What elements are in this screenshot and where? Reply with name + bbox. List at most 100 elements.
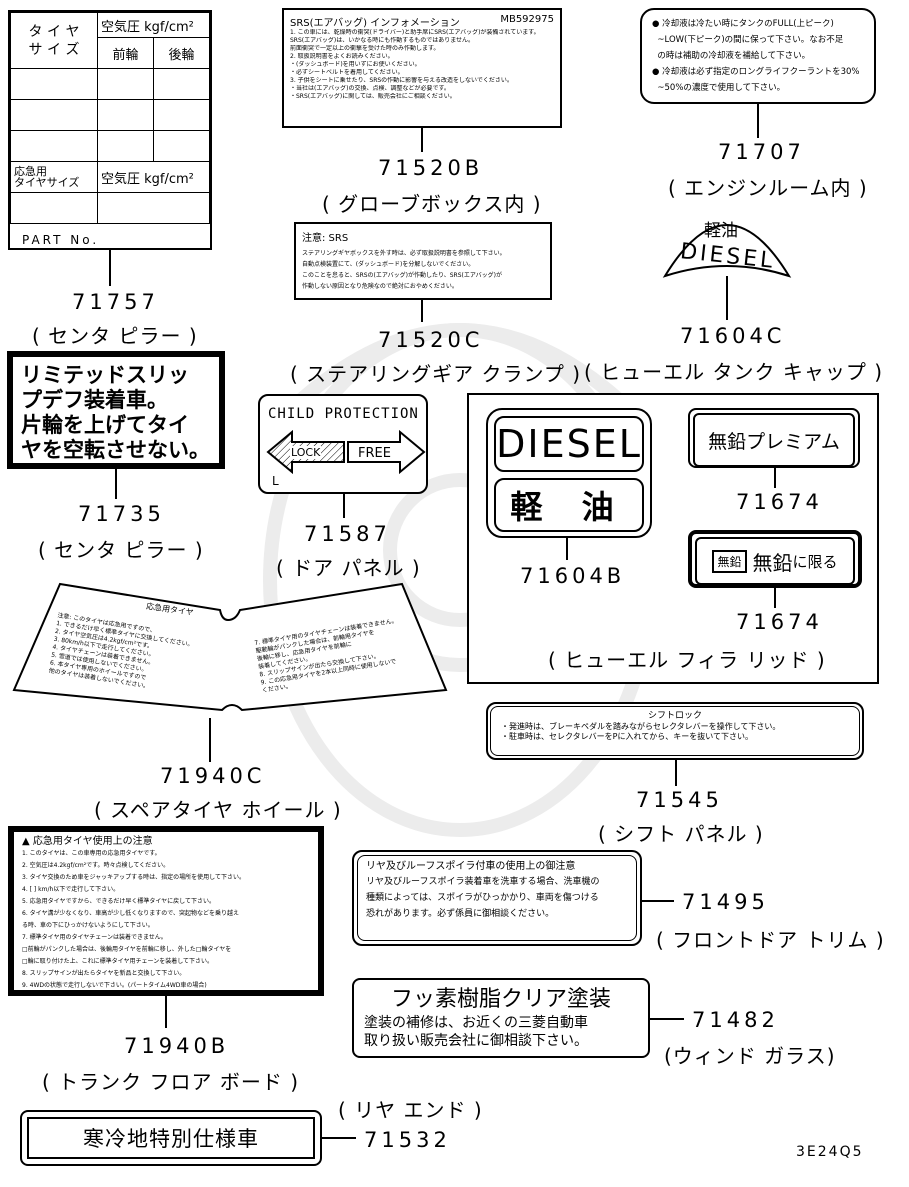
srs-caution-line: このことを怠ると、SRSの(エアバッグ)が作動したり、SRS(エアバッグ)が (302, 272, 502, 279)
trunk-line: 1. このタイヤは、この車専用の応急用タイヤです。 (22, 850, 161, 857)
callout-number-71735: 71735 (78, 502, 165, 526)
shift-lock-line: ・駐車時は、セレクタレバーをPに入れてから、キーを抜いて下さい。 (501, 732, 754, 741)
srs-info-code: MB592975 (500, 14, 554, 25)
trunk-line: 7. 標準タイヤ用のタイヤチェーンは装着できません。 (22, 934, 167, 941)
lock-text: LOCK (290, 446, 322, 459)
label-71545-shift-lock: シフトロック ・発進時は、ブレーキペダルを踏みながらセレクタレバーを操作して下さ… (486, 702, 864, 760)
callout-number-71757: 71757 (72, 290, 159, 314)
callout-location-71940c: ( スペアタイヤ ホイール ) (94, 798, 342, 822)
callout-location-71482: (ウィンド ガラス) (664, 1044, 836, 1068)
callout-number-71940c: 71940C (160, 764, 266, 788)
label-71482-coating: フッ素樹脂クリア塗装 塗装の補修は、お近くの三菱自動車 取り扱い販売会社に御相談… (352, 978, 650, 1058)
trunk-line: 2. 空気圧は4.2kgf/cm²です。時々点検してください。 (22, 862, 170, 869)
coating-title: フッ素樹脂クリア塗装 (390, 987, 611, 1012)
spare-size-heading: 応急用 タイヤサイズ (10, 161, 98, 193)
keiyu-text: 軽 油 (494, 478, 644, 532)
label-71604b-diesel: DIESEL 軽 油 (486, 408, 652, 538)
srs-caution-title: 注意: SRS (302, 233, 349, 244)
callout-number-71545: 71545 (636, 788, 723, 812)
coolant-line: ● 冷却液は必ず指定のロングライフクーラントを30% (652, 67, 860, 77)
srs-info-line: ・SRS(エアバッグ)に関しては、販売会社にご相談ください。 (290, 93, 456, 100)
srs-info-line: 1. この車には、乾燥時の衝突(ドライバー)と助手席にSRS(エアバッグ)が装備… (290, 29, 540, 36)
callout-number-71940b: 71940B (124, 1034, 230, 1058)
label-71604c-fuel-cap (662, 224, 792, 278)
lsd-line: リミテッドスリッ (21, 363, 189, 387)
srs-caution-line: 作動しない原因となり危険なので絶対におやめください。 (302, 283, 458, 290)
srs-info-line: 前面衝突で一定以上の衝撃を受けた時のみ作動します。 (290, 45, 440, 52)
label-71520c-srs-caution: 注意: SRS ステアリングギヤボックスを外す時は、必ず取扱説明書を参照して下さ… (294, 222, 552, 300)
srs-info-line: ・(ダッシュボード)を用いずにお使いください。 (290, 61, 421, 68)
diesel-text: DIESEL (494, 416, 644, 472)
callout-number-71604c: 71604C (680, 324, 786, 348)
lsd-line: ヤを空転させない。 (21, 438, 210, 462)
coolant-line: ~50%の濃度で使用して下さい。 (652, 83, 786, 93)
srs-info-line: ・当社は(エアバッグ)の交換、点検、調整などが必要です。 (290, 85, 450, 92)
lsd-line: プデフ装着車。 (21, 388, 168, 412)
callout-number-71482: 71482 (692, 1008, 779, 1032)
srs-caution-line: 自動点検装置にて、(ダッシュボード)を分解しないでください。 (302, 261, 475, 268)
premium-text: 無鉛プレミアム (693, 413, 855, 467)
coating-line: 塗装の補修は、お近くの三菱自動車 (364, 1015, 588, 1031)
trunk-line: 6. タイヤ溝が少なくなり、車高が少し低くなりますので、突起物などを乗り越え (22, 910, 239, 917)
free-arrow-icon (347, 430, 426, 474)
label-71757-tire-pressure: タ イ ヤ サ イ ズ 空気圧 kgf/cm² 前輪 後輪 応急用 タイヤサイズ… (8, 10, 212, 250)
rear-wheel-heading: 後輪 (153, 37, 210, 69)
child-protection-title: CHILD PROTECTION (268, 406, 419, 422)
srs-info-line: ・必ずシートベルトを着用してください。 (290, 69, 404, 76)
label-71674-premium: 無鉛プレミアム (688, 408, 860, 468)
callout-number-71532: 71532 (364, 1128, 451, 1152)
label-71735-lsd: リミテッドスリッ プデフ装着車。 片輪を上げてタイ ヤを空転させない。 (7, 351, 225, 469)
callout-location-fuel-filler-lid: ( ヒューエル フィラ リッド ) (548, 648, 826, 672)
callout-location-71495: ( フロントドア トリム ) (656, 928, 885, 952)
label-71940b-trunk: ▲ 応急用タイヤ使用上の注意 1. このタイヤは、この車専用の応急用タイヤです。… (8, 826, 324, 996)
free-text: FREE (358, 446, 391, 461)
callout-location-71735: ( センタ ピラー ) (38, 538, 204, 562)
trunk-title: ▲ 応急用タイヤ使用上の注意 (22, 836, 153, 847)
label-71532-cold-climate: 寒冷地特別仕様車 (20, 1110, 322, 1166)
coolant-line: ● 冷却液は冷たい時にタンクのFULL(上ピーク) (652, 19, 834, 29)
coolant-line: ~LOW(下ピーク)の間に保って下さい。なお不足 (652, 35, 844, 45)
callout-location-71604c: ( ヒューエル タンク キャップ ) (584, 360, 884, 384)
spoiler-line: リヤ及びルーフスポイラ装着車を洗車する場合、洗車機の (366, 877, 600, 887)
pressure-heading: 空気圧 kgf/cm² (97, 12, 210, 38)
label-71587-child-protection: CHILD PROTECTION LOCK FREE L (258, 394, 428, 494)
trunk-line: 9. 4WDの状態で走行しないで下さい。(パートタイム4WD車の場合) (22, 982, 207, 989)
unleaded-icon: 無鉛 (712, 549, 747, 573)
callout-location-71545: ( シフト パネル ) (598, 822, 764, 846)
callout-number-71520b: 71520B (378, 156, 484, 180)
shift-lock-title: シフトロック (647, 711, 702, 721)
trunk-line: □輪に取り付けた上、これに標準タイヤ用チェーンを装着して下さい。 (22, 958, 214, 965)
callout-number-71495: 71495 (682, 890, 769, 914)
front-wheel-heading: 前輪 (97, 37, 154, 69)
label-71495-spoiler: リヤ及びルーフスポイラ付車の使用上の御注意 リヤ及びルーフスポイラ装着車を洗車す… (352, 850, 642, 946)
unleaded-text: 無鉛 (752, 550, 793, 575)
trunk-line: □前輪がパンクした場合は、後輪用タイヤを前輪に移し、外した□輪タイヤを (22, 946, 232, 953)
srs-info-line: SRS(エアバッグ)は、いかなる時にも作動するものではありません。 (290, 37, 475, 44)
callout-location-71587: ( ドア パネル ) (276, 556, 421, 580)
fuel-cap-top-text: 軽油 (704, 221, 738, 241)
callout-number-71707: 71707 (718, 140, 805, 164)
callout-number-71674-premium: 71674 (736, 490, 823, 514)
callout-location-71757: ( センタ ピラー ) (32, 324, 198, 348)
callout-number-71674-unleaded: 71674 (736, 610, 823, 634)
spoiler-line: 恐れがあります。必ず係員に御相談ください。 (366, 909, 555, 919)
coating-line: 取り扱い販売会社に御相談下さい。 (364, 1033, 588, 1049)
callout-location-71520b: ( グローブボックス内 ) (322, 192, 542, 216)
spoiler-title: リヤ及びルーフスポイラ付車の使用上の御注意 (366, 861, 576, 872)
srs-info-line: 3. 子供をシートに乗せたり、SRSの作動に影響を与える改造をしないでください。 (290, 77, 513, 84)
callout-location-71707: ( エンジンルーム内 ) (668, 176, 868, 200)
callout-location-71940b: ( トランク フロア ボード ) (42, 1070, 300, 1094)
trunk-line: 3. タイヤ交換のため車をジャッキアップする時は、指定の場所を使用して下さい。 (22, 874, 245, 881)
label-71520b-srs-info: SRS(エアバッグ) インフォメーション MB592975 1. この車には、乾… (282, 8, 562, 128)
label-71674-unleaded: 無鉛 無鉛 に限る (688, 530, 862, 588)
callout-location-71532: ( リヤ エンド ) (338, 1098, 483, 1122)
spare-pressure-heading: 空気圧 kgf/cm² (97, 161, 210, 193)
lsd-line: 片輪を上げてタイ (21, 413, 189, 437)
srs-caution-line: ステアリングギヤボックスを外す時は、必ず取扱説明書を参照して下さい。 (302, 250, 506, 257)
unleaded-suffix: に限る (792, 552, 838, 571)
door-side-text: L (272, 474, 279, 488)
callout-number-71604b: 71604B (520, 564, 626, 588)
trunk-line: る時、車の下にひっかけないようにして下さい。 (22, 922, 154, 929)
coolant-line: の時は補助の冷却液を補給して下さい。 (652, 51, 811, 61)
callout-number-71587: 71587 (304, 522, 391, 546)
